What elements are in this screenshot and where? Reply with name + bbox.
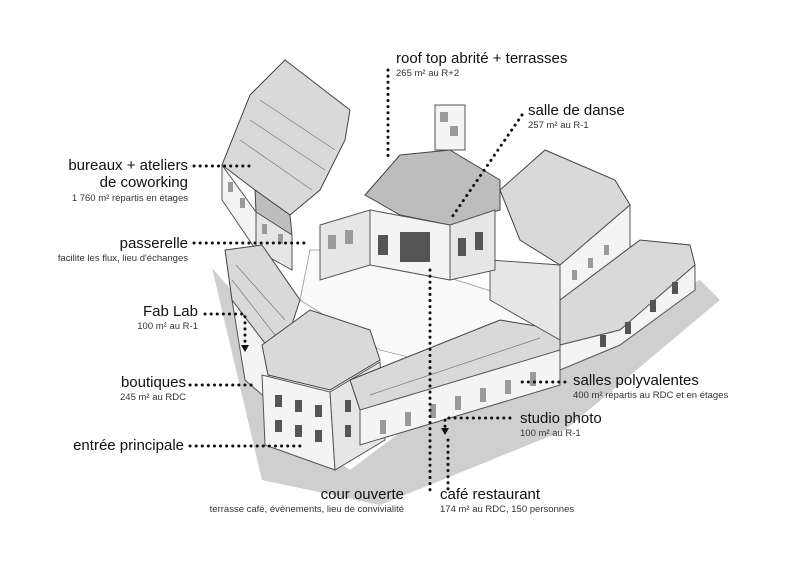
roof-top-sub: 265 m² au R+2 xyxy=(396,68,460,80)
center-pavilion xyxy=(319,104,501,281)
boutiques-title: boutiques xyxy=(120,374,186,391)
cafe-sub: 174 m² au RDC, 150 personnes xyxy=(440,504,575,516)
fab-lab-sub: 100 m² au R-1 xyxy=(137,321,198,333)
bureaux-title-line2: de coworking xyxy=(99,174,188,192)
passerelle-title: passerelle xyxy=(119,235,188,252)
bureaux-title: bureaux + ateliers xyxy=(68,157,188,174)
leader-studio xyxy=(443,416,512,432)
entree-title: entrée principale xyxy=(73,437,184,454)
salle-danse-title: salle de danse xyxy=(528,102,625,119)
boutiques-sub: 245 m² au RDC xyxy=(120,392,186,404)
label-studio-photo: studio photo 100 m² au R-1 xyxy=(520,410,602,440)
bottom-wing-building xyxy=(349,319,561,446)
arrow-head-icon xyxy=(441,428,449,435)
cour-title: cour ouverte xyxy=(320,486,404,503)
roof-top-title: roof top abrité + terrasses xyxy=(396,50,568,67)
fab-lab-title: Fab Lab xyxy=(142,303,198,320)
studio-title: studio photo xyxy=(520,410,602,427)
leader-lines xyxy=(188,68,567,492)
label-passerelle: passerelle facilite les flux, lieu d'éch… xyxy=(58,235,188,265)
arrow-head-icon xyxy=(241,345,249,352)
studio-sub: 100 m² au R-1 xyxy=(520,428,581,440)
label-roof-top: roof top abrité + terrasses 265 m² au R+… xyxy=(396,50,567,80)
label-cafe-restaurant: café restaurant 174 m² au RDC, 150 perso… xyxy=(440,486,574,516)
cour-sub: terrasse café, évènements, lieu de convi… xyxy=(209,504,404,516)
label-fab-lab: Fab Lab 100 m² au R-1 xyxy=(137,303,198,333)
bureaux-sub: 1 760 m² répartis en étages xyxy=(71,192,188,204)
label-entree: entrée principale xyxy=(73,437,184,454)
salles-sub: 400 m² répartis au RDC et en étages xyxy=(573,390,729,402)
salle-danse-sub: 257 m² au R-1 xyxy=(528,120,589,132)
passerelle-sub: facilite les flux, lieu d'échanges xyxy=(57,253,188,265)
label-boutiques: boutiques 245 m² au RDC xyxy=(120,374,186,404)
leader-fab-lab xyxy=(203,312,247,347)
label-salle-danse: salle de danse 257 m² au R-1 xyxy=(528,102,625,132)
far-right-low-wing xyxy=(559,239,696,371)
label-bureaux: bureaux + ateliers de coworking 1 760 m²… xyxy=(68,157,188,204)
label-salles-polyvalentes: salles polyvalentes 400 m² répartis au R… xyxy=(573,372,728,402)
label-cour-ouverte: cour ouverte terrasse café, évènements, … xyxy=(210,486,404,516)
cafe-title: café restaurant xyxy=(440,486,541,503)
salles-title: salles polyvalentes xyxy=(573,372,699,389)
left-wing-building xyxy=(221,59,351,271)
arrow-heads xyxy=(241,345,449,435)
